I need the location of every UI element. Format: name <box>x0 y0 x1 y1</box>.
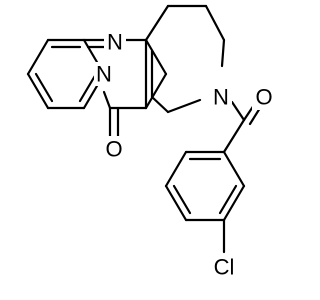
label-mask-n-ring-fused <box>94 62 116 86</box>
bond-py-6 <box>26 38 50 76</box>
atom-chlorine: Cl <box>214 255 235 280</box>
label-mask-o-ketone <box>102 136 126 162</box>
bond-bz-1 <box>222 150 246 188</box>
bond-carbonyl-aryl <box>222 118 246 154</box>
bond-thp-6 <box>150 95 170 114</box>
bond-pm-3 <box>144 38 168 76</box>
bonds <box>26 4 262 254</box>
label-mask-o-carbonyl <box>252 84 276 110</box>
bond-bz-5 <box>164 150 188 188</box>
label-mask-chlorine <box>206 254 242 280</box>
atom-o-ketone: O <box>105 137 122 162</box>
atom-n-imine: N <box>107 30 123 55</box>
atom-n-amide: N <box>213 85 229 110</box>
bond-thp-4 <box>220 38 226 68</box>
atom-labels: N N N O O Cl <box>94 30 276 280</box>
atom-n-ring-fused: N <box>96 62 112 87</box>
bond-amide-n-c <box>230 100 246 122</box>
bond-thp-1 <box>144 4 170 42</box>
label-mask-n-amide <box>210 85 232 109</box>
atom-o-carbonyl: O <box>255 85 272 110</box>
bond-pm-6 <box>102 90 112 110</box>
bond-bz-double-3 <box>172 184 192 215</box>
bond-thp-3 <box>204 4 226 42</box>
bond-bz-4 <box>164 184 188 222</box>
bond-bz-2 <box>222 184 246 222</box>
bond-py-double-2 <box>34 72 54 103</box>
chemical-structure-diagram: N N N O O Cl <box>26 4 276 280</box>
bond-py-double-3 <box>78 72 98 103</box>
bond-py-5 <box>26 72 50 110</box>
bond-thp-5 <box>166 98 202 114</box>
bond-pm-4 <box>144 72 168 110</box>
bond-bz-double-2 <box>218 184 238 215</box>
label-mask-n-imine <box>104 30 126 54</box>
bond-amide-c-o-2 <box>248 106 262 126</box>
